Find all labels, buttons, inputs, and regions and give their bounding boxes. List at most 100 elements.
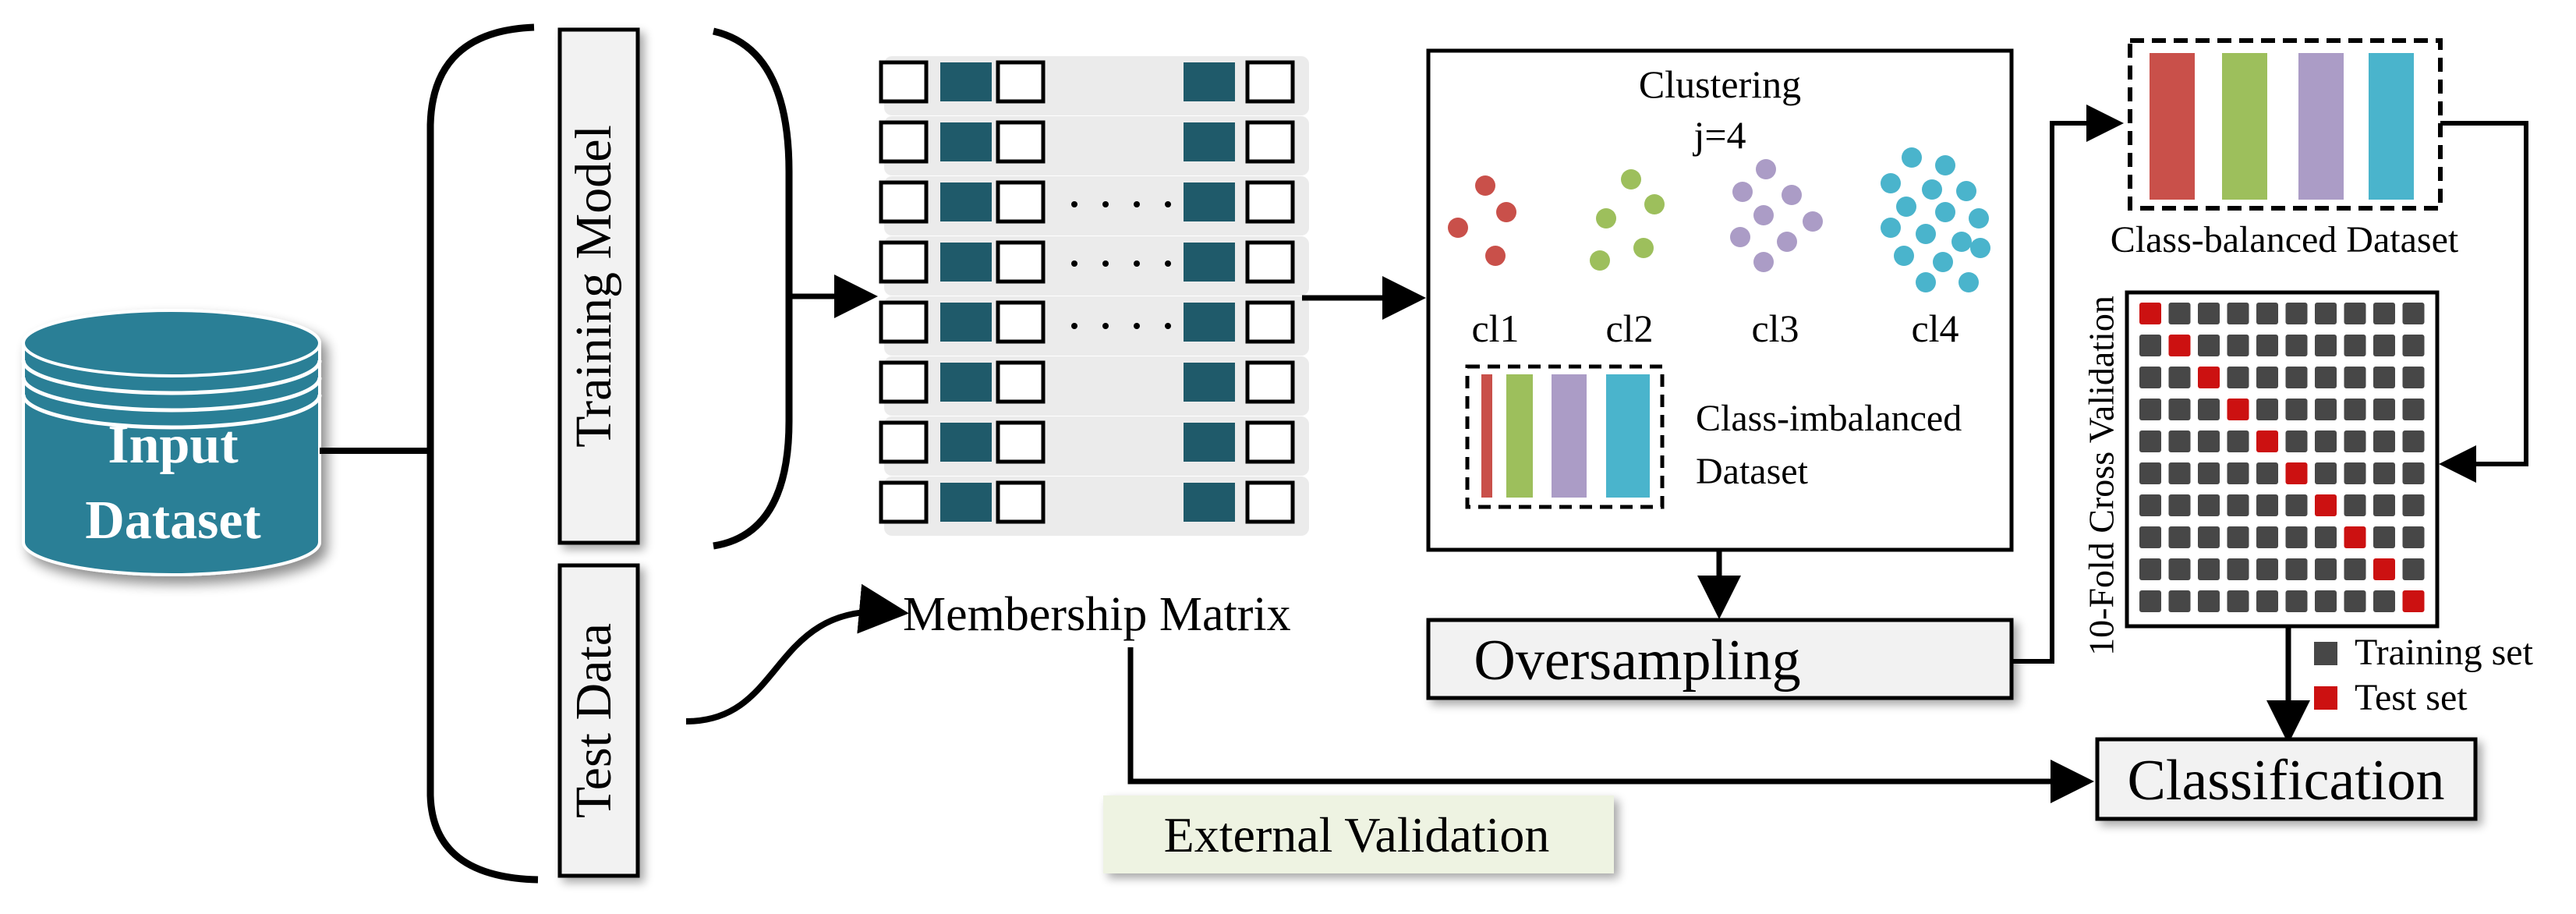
cv-cell-training	[2285, 399, 2308, 420]
matrix-cell	[1184, 122, 1235, 161]
matrix-cell	[996, 240, 1046, 284]
cv-cell-training	[2139, 462, 2161, 484]
matrix-row	[879, 240, 1295, 284]
cv-cell-training	[2315, 590, 2337, 612]
training-model-box	[557, 27, 640, 545]
cv-cell-training	[2402, 303, 2425, 324]
external-validation-box	[1103, 795, 1614, 873]
matrix-cell	[879, 180, 929, 224]
cv-cell-training	[2227, 526, 2249, 548]
matrix-cell	[996, 360, 1046, 404]
cluster-cl2-points	[1590, 169, 1665, 271]
cv-cell-training	[2256, 335, 2278, 356]
matrix-cell	[996, 120, 1046, 164]
cv-cell-training	[2373, 367, 2395, 388]
cv-cell-training	[2198, 399, 2220, 420]
cv-cell-training	[2373, 303, 2395, 324]
cv-cell-training	[2227, 462, 2249, 484]
cv-cell-training	[2168, 590, 2191, 612]
cv-cell-training	[2315, 462, 2337, 484]
input-dataset-label-line2: Dataset	[85, 491, 260, 551]
cross-validation-label: 10-Fold Cross Validation	[2082, 296, 2121, 656]
matrix-cell	[879, 60, 929, 104]
cv-cell-training	[2256, 399, 2278, 420]
cv-cell-training	[2344, 367, 2366, 388]
imbalanced-bar-green	[1506, 374, 1533, 498]
oversampling-to-balanced-arrow	[2012, 105, 2124, 664]
cv-cell-test	[2139, 303, 2161, 324]
imbalanced-bar-red	[1481, 374, 1492, 498]
cv-cell-training	[2168, 399, 2191, 420]
matrix-cell	[996, 480, 1046, 524]
imbalanced-label-line2: Dataset	[1696, 451, 1809, 492]
cv-cell-training	[2227, 367, 2249, 388]
cv-cell-training	[2168, 558, 2191, 580]
cv-cell-training	[2373, 494, 2395, 516]
matrix-row	[879, 60, 1295, 104]
matrix-cell	[1184, 303, 1235, 342]
cv-cell-training	[2285, 590, 2308, 612]
cv-cell-training	[2373, 526, 2395, 548]
imbalanced-label-line1: Class-imbalanced	[1696, 398, 1962, 439]
cv-cell-training	[2285, 558, 2308, 580]
cv-cell-training	[2315, 303, 2337, 324]
cv-cell-training	[2402, 335, 2425, 356]
matrix-cell	[879, 360, 929, 404]
cv-cell-training	[2373, 335, 2395, 356]
membership-matrix-label: Membership Matrix	[903, 588, 1291, 641]
cv-cell-training	[2139, 335, 2161, 356]
split-brace	[426, 23, 539, 884]
matrix-cell	[940, 122, 992, 161]
input-dataset-label-line1: Input	[108, 415, 238, 475]
external-validation-label: External Validation	[1164, 807, 1550, 863]
cv-cell-training	[2344, 399, 2366, 420]
cv-cell-test	[2285, 462, 2308, 484]
cv-cell-training	[2139, 494, 2161, 516]
matrix-cell	[1245, 180, 1295, 224]
cluster-label-cl2: cl2	[1605, 306, 1653, 350]
clustering-title: Clustering	[1639, 62, 1801, 106]
matrix-cell	[940, 303, 992, 342]
training-model-brace	[712, 27, 793, 550]
matrix-cell	[1184, 483, 1235, 522]
cv-cell-training	[2256, 303, 2278, 324]
matrix-cell	[1184, 182, 1235, 221]
matrix-cell	[879, 120, 929, 164]
cv-cell-training	[2402, 526, 2425, 548]
cv-cell-test	[2227, 399, 2249, 420]
cv-cell-training	[2139, 590, 2161, 612]
cluster-cl4-points	[1881, 147, 1990, 292]
cv-cell-training	[2315, 335, 2337, 356]
classification-box	[2095, 737, 2478, 821]
cv-cell-training	[2315, 526, 2337, 548]
cv-cell-training	[2168, 494, 2191, 516]
cv-cell-training	[2198, 303, 2220, 324]
imbalanced-dataset-frame	[1465, 364, 1665, 509]
matrix-cell	[1184, 62, 1235, 101]
matrix-row	[879, 360, 1295, 404]
cv-cell-training	[2198, 335, 2220, 356]
matrix-cell	[1245, 120, 1295, 164]
matrix-cell	[1245, 60, 1295, 104]
cv-cell-training	[2344, 462, 2366, 484]
cv-grid	[2139, 303, 2425, 612]
cv-cell-training	[2168, 303, 2191, 324]
imbalanced-bar-purple	[1552, 374, 1587, 498]
test-data-label: Test Data	[565, 623, 622, 818]
matrix-cell	[879, 240, 929, 284]
cv-cell-training	[2285, 303, 2308, 324]
matrix-cell	[1245, 480, 1295, 524]
balanced-to-cv-arrow	[2439, 121, 2528, 483]
cv-cell-training	[2227, 335, 2249, 356]
cv-cell-training	[2139, 367, 2161, 388]
cv-cell-test	[2198, 367, 2220, 388]
cv-cell-training	[2344, 590, 2366, 612]
matrix-cell	[1184, 363, 1235, 402]
cv-cell-training	[2373, 399, 2395, 420]
matrix-cell	[996, 300, 1046, 344]
matrix-cell	[1184, 243, 1235, 282]
test-data-box	[557, 563, 640, 878]
cv-cell-training	[2256, 367, 2278, 388]
cv-cell-training	[2402, 494, 2425, 516]
cv-cell-training	[2139, 526, 2161, 548]
